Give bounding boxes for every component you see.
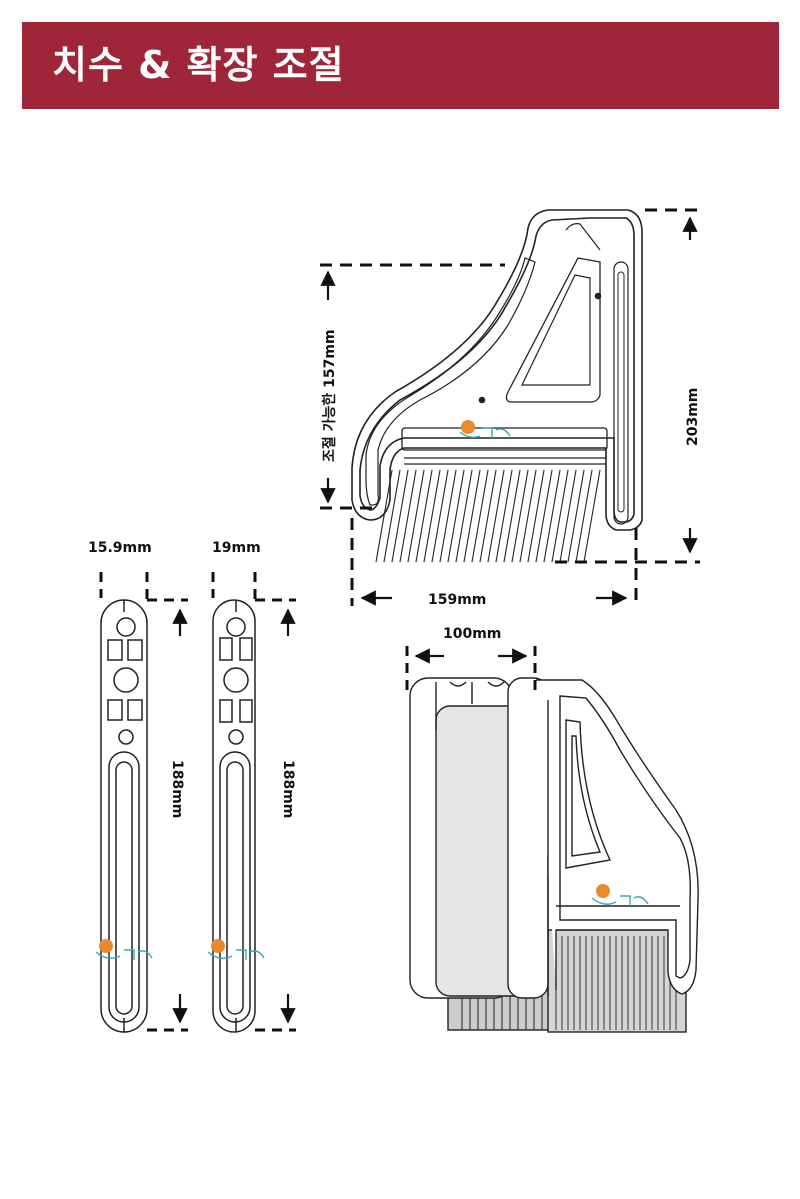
dimension-gang-width: [405, 646, 537, 690]
dimension-height: [555, 208, 700, 564]
dimension-width: [350, 518, 638, 606]
brand-logo-icon: [591, 895, 649, 906]
label-width: 159mm: [428, 592, 486, 608]
page-title: 치수 & 확장 조절: [52, 43, 345, 87]
label-gang-width: 100mm: [443, 626, 501, 642]
featherboard-side-view: [351, 209, 643, 563]
featherboard-end-view-b: [212, 599, 256, 1033]
featherboard-end-view-a: [100, 599, 148, 1033]
marker-dot: [211, 939, 225, 953]
featherboard-ganged-view: [409, 677, 699, 1033]
marker-dot: [461, 420, 475, 434]
marker-dot: [596, 884, 610, 898]
label-length-a: 188mm: [169, 760, 185, 818]
brand-logo-icon: [95, 949, 153, 960]
label-thickness-a: 15.9mm: [88, 540, 152, 556]
dimension-adjustable: [320, 263, 505, 510]
dimension-thickness-b: [211, 572, 296, 1032]
label-height: 203mm: [685, 388, 701, 446]
label-adjustable: 조절 가능한 157mm: [322, 329, 338, 462]
brand-logo-icon: [459, 427, 511, 439]
brand-logo-icon: [207, 949, 265, 960]
marker-dot: [99, 939, 113, 953]
label-length-b: 188mm: [280, 760, 296, 818]
dimension-thickness-a: [99, 572, 188, 1032]
title-banner: 치수 & 확장 조절: [22, 22, 779, 109]
label-thickness-b: 19mm: [212, 540, 261, 556]
